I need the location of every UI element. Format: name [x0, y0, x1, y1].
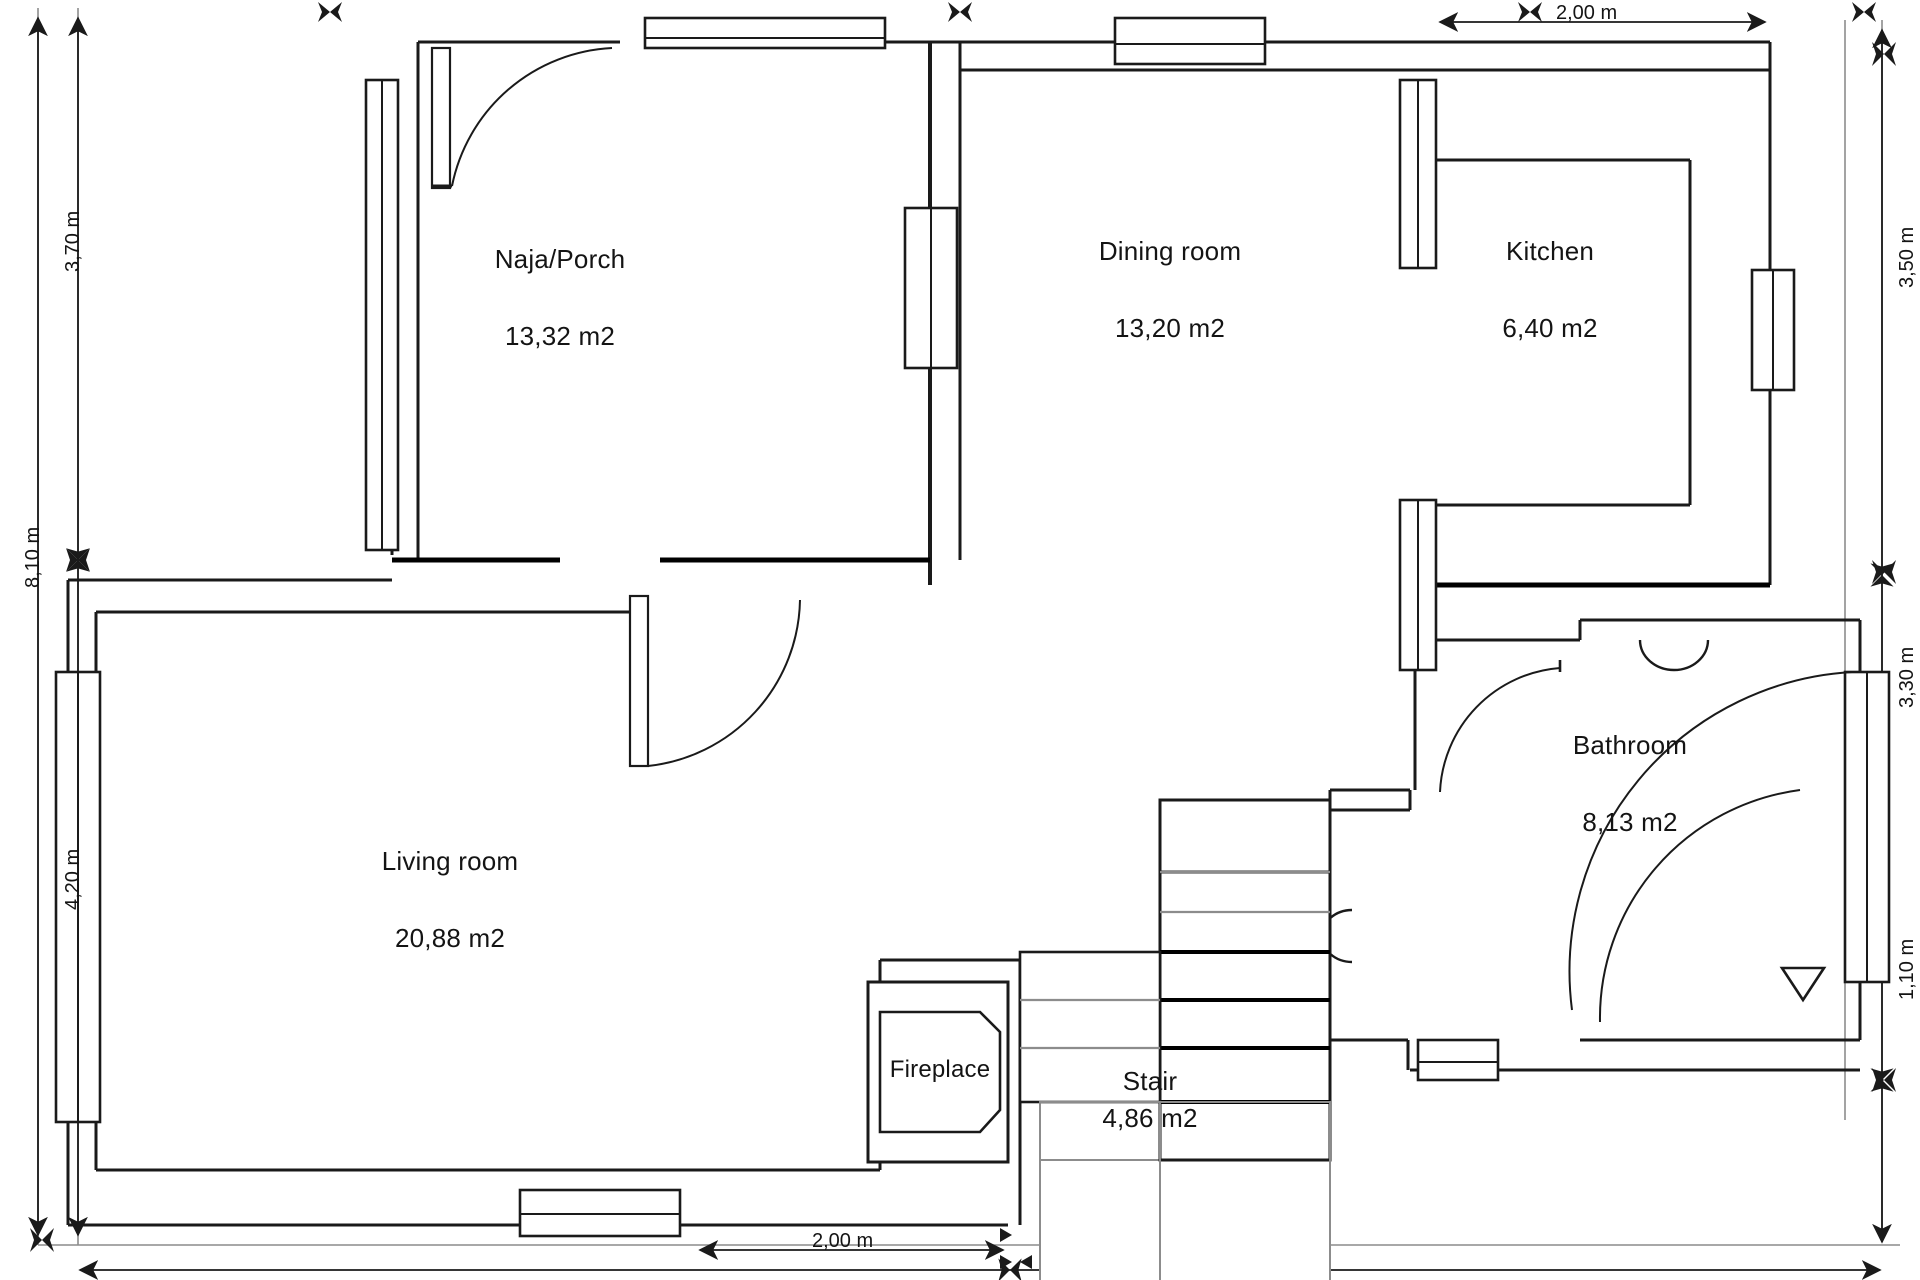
- room-area-dining: 13,20 m2: [1114, 313, 1225, 344]
- room-area-living: 20,88 m2: [394, 923, 505, 954]
- dim-text-left-lower: 4,20 m: [62, 848, 84, 910]
- room-label-dining: Dining room 13,20 m2: [1030, 236, 1310, 344]
- fireplace-shape: [866, 980, 1010, 1164]
- dim-text-right-middle: 3,30 m: [1896, 646, 1918, 708]
- dimension-bottom-left: [698, 1228, 1032, 1269]
- room-name-stair: Stair: [1122, 1066, 1178, 1096]
- door-bathroom: [1439, 660, 1562, 793]
- room-name-dining: Dining room: [1098, 236, 1242, 266]
- room-name-fireplace: Fireplace: [889, 1056, 991, 1083]
- dim-text-bottom-left: 2,00 m: [812, 1230, 874, 1252]
- room-area-bathroom: 8,13 m2: [1582, 807, 1678, 838]
- dimension-corner-markers: [30, 2, 1896, 1252]
- room-label-living: Living room 20,88 m2: [310, 846, 590, 954]
- room-name-living: Living room: [381, 846, 519, 876]
- dim-text-right-upper: 3,50 m: [1896, 226, 1918, 288]
- door-porch-entry: [430, 46, 613, 190]
- dim-text-left-upper: 3,70 m: [62, 210, 84, 272]
- doors: [430, 46, 1853, 1023]
- room-name-bathroom: Bathroom: [1572, 730, 1688, 760]
- stair-shape: [1018, 798, 1332, 1280]
- dim-text-left-overall: 8,10 m: [22, 526, 44, 588]
- wall-shell-heavy: [392, 557, 1770, 588]
- dim-text-top-right: 2,00 m: [1556, 2, 1618, 24]
- room-label-fireplace: Fireplace: [865, 1057, 1015, 1082]
- room-label-bathroom: Bathroom 8,13 m2: [1490, 730, 1770, 838]
- room-label-porch: Naja/Porch 13,32 m2: [420, 244, 700, 352]
- bathroom-fixture-arcs: [1568, 671, 1853, 1023]
- room-name-porch: Naja/Porch: [494, 244, 626, 274]
- room-area-kitchen: 6,40 m2: [1502, 313, 1598, 344]
- floor-drain-icon: [1779, 966, 1827, 1003]
- basin-icon: [1638, 639, 1710, 672]
- room-area-stair: 4,86 m2: [1102, 1103, 1198, 1134]
- door-living-porch: [628, 594, 801, 768]
- dim-text-right-lower: 1,10 m: [1896, 938, 1918, 1000]
- room-label-kitchen: Kitchen 6,40 m2: [1410, 236, 1690, 344]
- room-area-porch: 13,32 m2: [504, 321, 615, 352]
- room-name-kitchen: Kitchen: [1505, 236, 1595, 266]
- room-label-stair: Stair 4,86 m2: [1050, 1066, 1250, 1134]
